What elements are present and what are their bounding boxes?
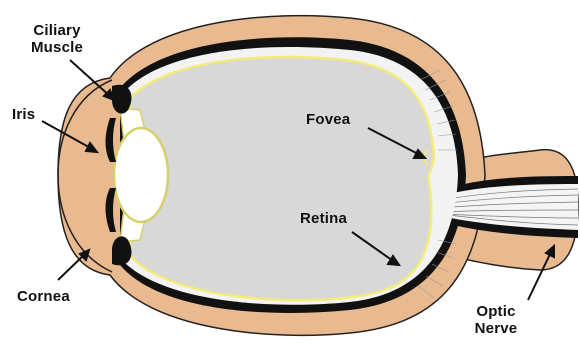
ciliary-muscle-label: Ciliary Muscle bbox=[22, 22, 92, 56]
fovea-label: Fovea bbox=[306, 111, 350, 128]
cornea-label: Cornea bbox=[17, 288, 70, 305]
ciliary-muscle-label-line1: Ciliary bbox=[22, 22, 92, 39]
ciliary-muscle-label-line2: Muscle bbox=[22, 39, 92, 56]
retina-label: Retina bbox=[300, 210, 347, 227]
lens bbox=[114, 128, 168, 222]
optic-nerve-label: Optic Nerve bbox=[466, 303, 526, 337]
optic-nerve-label-line1: Optic bbox=[466, 303, 526, 320]
optic-nerve-label-line2: Nerve bbox=[466, 320, 526, 337]
iris-label: Iris bbox=[12, 106, 35, 123]
